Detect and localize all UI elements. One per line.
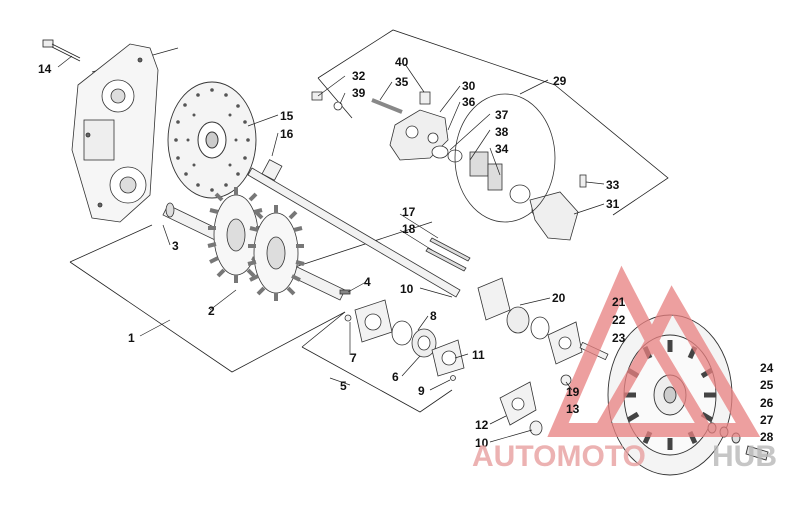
callout-24: 24 [760,361,774,375]
callout-22: 22 [612,313,626,327]
callout-32: 32 [352,69,366,83]
callout-10b: 10 [475,436,489,450]
callout-11: 11 [472,348,485,362]
jackshaft [247,159,461,298]
sprocket-right [247,205,305,301]
callout-37: 37 [495,108,509,122]
callout-40: 40 [395,55,409,69]
watermark-automoto: AUTOMOTO [472,440,646,473]
callout-13: 13 [566,402,580,416]
callout-4: 4 [364,275,371,289]
watermark-hub: HUB [712,440,777,473]
callout-18: 18 [402,222,416,236]
callout-3: 3 [172,239,179,253]
callout-1: 1 [128,331,135,345]
drive-axle-sprockets [162,187,346,301]
callout-19: 19 [566,385,580,399]
callout-39: 39 [352,86,366,100]
callout-10a: 10 [400,282,414,296]
watermark-text: AUTOMOTO HUB [472,440,777,473]
callout-8: 8 [430,309,437,323]
brake-caliper [311,91,587,241]
callout-23: 23 [612,331,626,345]
keys [425,237,471,272]
callout-labels: 14 32 39 40 35 30 36 29 37 38 34 15 16 3… [38,55,774,450]
callout-7: 7 [350,351,357,365]
callout-17: 17 [402,205,416,219]
callout-33: 33 [606,178,620,192]
callout-21: 21 [612,295,626,309]
callout-12: 12 [475,418,489,432]
callout-28: 28 [760,430,774,444]
callout-14: 14 [38,62,52,76]
callout-34: 34 [495,142,509,156]
callout-27: 27 [760,413,774,427]
callout-15: 15 [280,109,294,123]
callout-38: 38 [495,125,509,139]
callout-36: 36 [462,95,476,109]
leader-lines [57,55,605,443]
watermark-logo [547,265,761,437]
callout-30: 30 [462,79,476,93]
callout-6: 6 [392,370,399,384]
callout-35: 35 [395,75,409,89]
callout-20: 20 [552,291,566,305]
group-bracket-lines [69,29,669,413]
brake-disc [167,81,257,199]
bolt-14 [42,39,81,62]
chaincase-housing [71,43,159,223]
callout-9: 9 [418,384,425,398]
bearing-housing [339,289,465,381]
callout-16: 16 [280,127,294,141]
callout-25: 25 [760,378,774,392]
callout-2: 2 [208,304,215,318]
callout-5: 5 [340,379,347,393]
callout-26: 26 [760,396,774,410]
callout-29: 29 [553,74,567,88]
callout-31: 31 [606,197,620,211]
